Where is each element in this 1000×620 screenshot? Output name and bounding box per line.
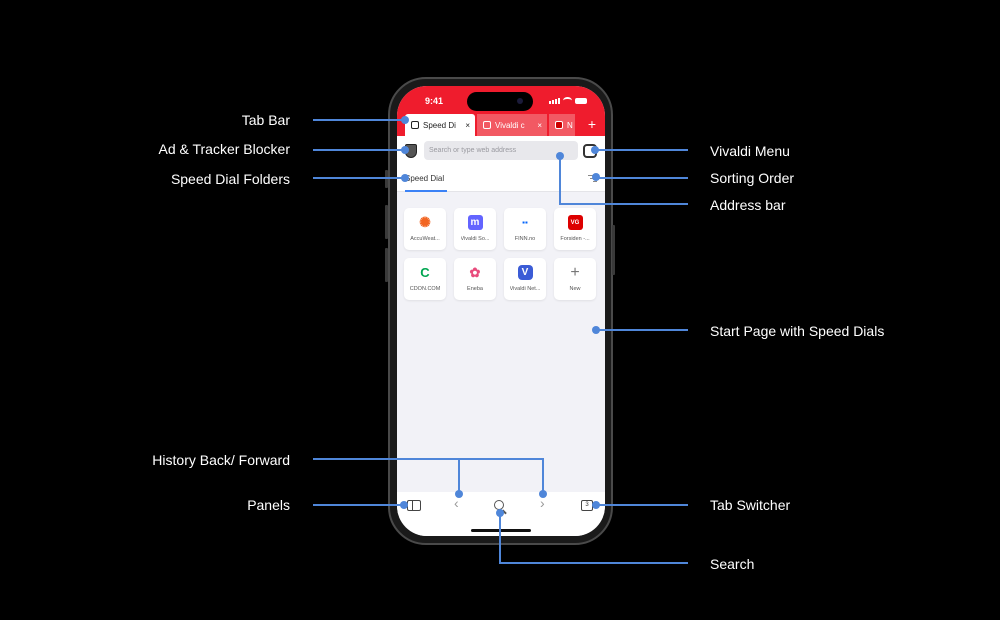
callout-dot: [496, 509, 504, 517]
active-folder-indicator: [405, 190, 447, 192]
callout-speed-dial-folders: Speed Dial Folders: [170, 171, 290, 187]
callout-line: [313, 504, 405, 506]
speed-dial-vivaldi-net[interactable]: V Vivaldi Net...: [504, 258, 546, 300]
vivaldi-icon: V: [517, 265, 533, 280]
dial-label: AccuWeat...: [410, 236, 440, 242]
dynamic-island: [467, 92, 533, 111]
address-input[interactable]: Search or type web address: [424, 141, 578, 160]
speed-dial-eneba[interactable]: ✿ Eneba: [454, 258, 496, 300]
tab-speed-dial[interactable]: Speed Di ×: [405, 114, 475, 136]
callout-tab-switcher: Tab Switcher: [710, 497, 791, 513]
speed-dial-vivaldi-social[interactable]: m Vivaldi So...: [454, 208, 496, 250]
callout-dot: [401, 146, 409, 154]
callout-tab-bar: Tab Bar: [241, 112, 290, 128]
back-icon[interactable]: ‹: [454, 495, 459, 511]
callout-dot: [401, 174, 409, 182]
close-tab-icon[interactable]: ×: [465, 120, 470, 130]
status-time: 9:41: [425, 96, 444, 106]
callout-dot: [400, 501, 408, 509]
callout-dot: [455, 490, 463, 498]
callout-line: [559, 203, 688, 205]
callout-line: [313, 149, 405, 151]
eneba-icon: ✿: [469, 264, 481, 280]
vg-icon: VG: [567, 215, 583, 230]
wifi-icon: [563, 97, 572, 104]
callout-line: [596, 329, 688, 331]
callout-start-page: Start Page with Speed Dials: [710, 323, 885, 339]
new-tab-icon[interactable]: +: [587, 116, 596, 132]
dial-label: CDON.COM: [409, 286, 441, 292]
mute-switch: [385, 170, 388, 188]
folder-tab-speed-dial[interactable]: Speed Dial: [405, 174, 445, 183]
dial-label: FINN.no: [514, 236, 536, 242]
sun-icon: ✺: [419, 214, 431, 230]
callout-dot: [401, 116, 409, 124]
signal-icon: [549, 98, 560, 104]
close-tab-icon[interactable]: ×: [537, 120, 542, 130]
page-tab-icon: [483, 121, 491, 129]
callout-line: [458, 458, 460, 494]
callout-ad-blocker: Ad & Tracker Blocker: [158, 141, 291, 157]
callout-vivaldi-menu: Vivaldi Menu: [710, 143, 790, 159]
forward-icon[interactable]: ›: [540, 495, 545, 511]
mastodon-icon: m: [467, 215, 483, 230]
address-toolbar: Search or type web address: [397, 136, 605, 166]
speed-dial-cdon[interactable]: C CDON.COM: [404, 258, 446, 300]
dial-label: Vivaldi Net...: [509, 286, 541, 292]
callout-dot: [592, 326, 600, 334]
callout-line: [596, 504, 688, 506]
tab-label: Vivaldi c: [495, 120, 525, 130]
tab-bar: Speed Di × Vivaldi c × N +: [397, 114, 605, 136]
callout-dot: [539, 490, 547, 498]
callout-line: [596, 177, 688, 179]
callout-line: [559, 156, 561, 204]
dial-label: Forsiden -...: [560, 236, 590, 242]
callout-line: [499, 512, 501, 564]
tab-third[interactable]: N: [549, 114, 575, 136]
callout-line: [313, 458, 543, 460]
callout-history: History Back/ Forward: [152, 452, 290, 468]
battery-icon: [575, 98, 587, 104]
status-bar: 9:41: [397, 86, 605, 114]
vg-tab-icon: [555, 121, 563, 129]
callout-line: [542, 458, 544, 494]
volume-down-button: [385, 248, 388, 282]
callout-dot: [591, 146, 599, 154]
home-indicator: [471, 529, 531, 532]
callout-search: Search: [710, 556, 755, 572]
callout-dot: [592, 501, 600, 509]
speed-dial-vg[interactable]: VG Forsiden -...: [554, 208, 596, 250]
power-button: [612, 225, 615, 275]
callout-panels: Panels: [247, 497, 290, 513]
dial-label: New: [569, 286, 581, 292]
finn-icon: ▪▪: [522, 218, 528, 227]
callout-sorting-order: Sorting Order: [710, 170, 795, 186]
cdon-icon: C: [420, 265, 430, 280]
callout-address-bar: Address bar: [710, 197, 786, 213]
tab-label: N: [567, 120, 573, 130]
speed-dial-accuweather[interactable]: ✺ AccuWeat...: [404, 208, 446, 250]
speed-dial-folders: Speed Dial: [397, 166, 605, 192]
callout-line: [499, 562, 688, 564]
dial-label: Eneba: [467, 286, 483, 292]
volume-up-button: [385, 205, 388, 239]
speed-dial-grid: ✺ AccuWeat... m Vivaldi So... ▪▪ FINN.no…: [404, 208, 596, 300]
speed-dial-finn[interactable]: ▪▪ FINN.no: [504, 208, 546, 250]
callout-line: [313, 177, 405, 179]
dial-label: Vivaldi So...: [460, 236, 490, 242]
speed-dial-tab-icon: [411, 121, 419, 129]
callout-dot: [592, 173, 600, 181]
callout-dot: [556, 152, 564, 160]
speed-dial-new[interactable]: + New: [554, 258, 596, 300]
phone-screen: 9:41 Speed Di × Vivaldi c × N + Search o…: [397, 86, 605, 536]
callout-line: [594, 149, 688, 151]
callout-line: [313, 119, 405, 121]
tab-vivaldi[interactable]: Vivaldi c ×: [477, 114, 547, 136]
panels-icon[interactable]: [407, 500, 421, 511]
tab-label: Speed Di: [423, 120, 456, 130]
status-icons: [549, 97, 587, 104]
plus-icon: +: [570, 263, 580, 281]
